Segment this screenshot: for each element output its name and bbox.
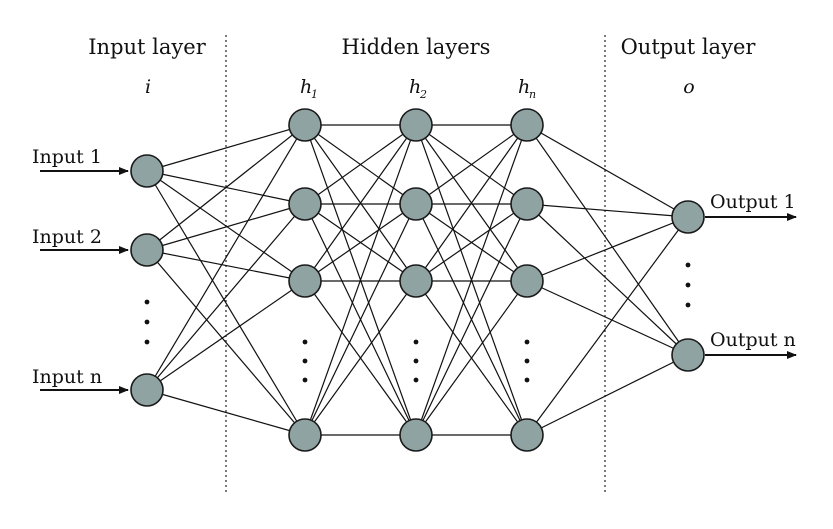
hidden-layers-header: Hidden layers bbox=[342, 35, 491, 59]
hidden-n-ellipsis-dots bbox=[524, 339, 530, 383]
edge-l3-3-to-0 bbox=[526, 216, 689, 436]
hidden-layer-1-symbol: h 1 bbox=[300, 76, 318, 101]
svg-text:h: h bbox=[518, 76, 530, 98]
edge-l2-3-to-0 bbox=[415, 124, 528, 436]
hidden-n-node-2 bbox=[510, 187, 544, 221]
hidden-2-node-2 bbox=[399, 187, 433, 221]
edge-l2-1-to-0 bbox=[415, 124, 528, 205]
input-1-label: Input 1 bbox=[32, 146, 102, 168]
edge-l3-0-to-1 bbox=[526, 124, 689, 356]
edge-l0-1-to-3 bbox=[146, 249, 306, 436]
hidden-1-node-1 bbox=[288, 108, 322, 142]
edge-l0-2-to-1 bbox=[146, 203, 306, 391]
svg-text:h: h bbox=[409, 76, 421, 98]
output-node-1 bbox=[671, 200, 705, 234]
input-n-label: Input n bbox=[32, 366, 102, 388]
connections bbox=[146, 124, 689, 436]
edge-l2-2-to-0 bbox=[415, 124, 528, 282]
hidden-n-node-3 bbox=[510, 264, 544, 298]
output-node-n bbox=[671, 338, 705, 372]
svg-text:1: 1 bbox=[311, 88, 318, 101]
hidden-layer-2-symbol: h 2 bbox=[409, 76, 427, 101]
edge-l1-3-to-2 bbox=[304, 280, 417, 436]
output-layer-header: Output layer bbox=[621, 35, 757, 59]
edge-l2-2-to-1 bbox=[415, 203, 528, 282]
input-ellipsis-dots bbox=[144, 299, 150, 345]
edge-l3-2-to-1 bbox=[526, 280, 689, 356]
input-layer-symbol: i bbox=[145, 76, 151, 98]
edge-l0-0-to-3 bbox=[146, 170, 306, 436]
edge-l1-2-to-0 bbox=[304, 124, 417, 282]
hidden-layer-1-nodes bbox=[288, 108, 322, 452]
edge-l1-3-to-0 bbox=[304, 124, 417, 436]
hidden-layer-2-nodes bbox=[399, 108, 433, 452]
input-layer-nodes bbox=[130, 154, 164, 407]
hidden-n-node-1 bbox=[510, 108, 544, 142]
edge-l3-1-to-1 bbox=[526, 203, 689, 356]
edge-l0-0-to-2 bbox=[146, 170, 306, 282]
edge-l2-3-to-2 bbox=[415, 280, 528, 436]
edge-l0-1-to-1 bbox=[146, 203, 306, 251]
hidden-2-node-1 bbox=[399, 108, 433, 142]
svg-text:2: 2 bbox=[419, 88, 427, 101]
input-node-2 bbox=[130, 233, 164, 267]
output-layer-symbol: o bbox=[683, 76, 694, 98]
hidden-2-ellipsis-dots bbox=[413, 339, 419, 383]
hidden-2-node-3 bbox=[399, 264, 433, 298]
hidden-layer-n-symbol: h n bbox=[518, 76, 536, 101]
edge-l2-3-to-1 bbox=[415, 203, 528, 436]
edge-l0-1-to-0 bbox=[146, 124, 306, 251]
svg-text:h: h bbox=[300, 76, 312, 98]
svg-text:n: n bbox=[529, 88, 536, 101]
hidden-1-ellipsis-dots bbox=[302, 339, 308, 383]
hidden-2-node-n bbox=[399, 418, 433, 452]
edge-l0-2-to-0 bbox=[146, 124, 306, 391]
edge-l0-2-to-3 bbox=[146, 389, 306, 436]
hidden-n-node-n bbox=[510, 418, 544, 452]
edge-l0-0-to-0 bbox=[146, 124, 306, 172]
edge-l1-1-to-0 bbox=[304, 124, 417, 205]
edge-l0-2-to-2 bbox=[146, 280, 306, 391]
output-n-label: Output n bbox=[710, 329, 796, 351]
output-ellipsis-dots bbox=[685, 262, 691, 308]
hidden-layer-n-nodes bbox=[510, 108, 544, 452]
edge-l3-3-to-1 bbox=[526, 354, 689, 436]
input-arrows bbox=[40, 167, 129, 394]
edge-l1-2-to-1 bbox=[304, 203, 417, 282]
hidden-1-node-n bbox=[288, 418, 322, 452]
edge-l3-2-to-0 bbox=[526, 216, 689, 282]
input-2-label: Input 2 bbox=[32, 226, 102, 248]
input-node-n bbox=[130, 373, 164, 407]
edge-l3-1-to-0 bbox=[526, 203, 689, 218]
edge-l3-0-to-0 bbox=[526, 124, 689, 218]
output-1-label: Output 1 bbox=[710, 191, 796, 213]
hidden-1-node-2 bbox=[288, 187, 322, 221]
input-node-1 bbox=[130, 154, 164, 188]
output-layer-nodes bbox=[671, 200, 705, 372]
hidden-1-node-3 bbox=[288, 264, 322, 298]
input-layer-header: Input layer bbox=[88, 35, 206, 59]
edge-l0-1-to-2 bbox=[146, 249, 306, 282]
edge-l1-3-to-1 bbox=[304, 203, 417, 436]
output-arrows bbox=[705, 213, 797, 359]
